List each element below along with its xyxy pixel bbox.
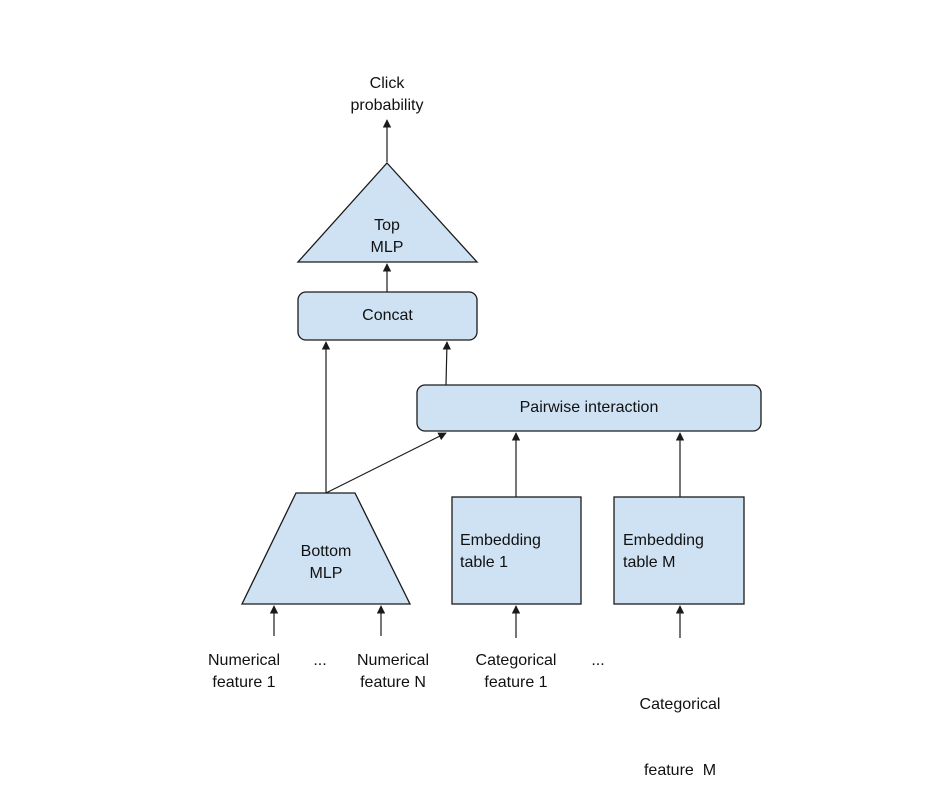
embedding-table-m-label: Embedding table M <box>623 530 741 574</box>
top-mlp-node <box>296 162 479 263</box>
embedding-table-1-node <box>451 496 582 605</box>
numerical-feature-1-label: Numerical feature 1 <box>194 650 294 694</box>
output-label-line1: Click <box>369 75 405 92</box>
numerical-feature-1-line1: Numerical <box>207 652 280 669</box>
categorical-feature-1-line2: feature 1 <box>484 674 548 691</box>
bottom-mlp-label-line1: Bottom <box>300 543 352 560</box>
categorical-feature-m-label: Categorical feature M <box>624 650 736 804</box>
bottom-mlp-label-line2: MLP <box>309 565 343 582</box>
numerical-feature-n-line2: feature N <box>360 674 426 691</box>
embedding-table-m-label-line2: table M <box>623 554 676 571</box>
top-mlp-label-line1: Top <box>374 217 400 234</box>
numerical-feature-n-line1: Numerical <box>356 652 429 669</box>
output-label: Click probability <box>327 73 447 117</box>
numerical-feature-1-line2: feature 1 <box>212 674 276 691</box>
embedding-table-1-label-line1: Embedding <box>460 532 541 549</box>
pairwise-interaction-label: Pairwise interaction <box>519 399 659 416</box>
categorical-ellipsis: ... <box>591 652 605 669</box>
top-mlp-label: Top MLP <box>347 215 427 259</box>
bottom-mlp-label: Bottom MLP <box>276 541 376 585</box>
embedding-table-1-label-line2: table 1 <box>460 554 509 571</box>
categorical-feature-m-line1: Categorical <box>639 696 721 713</box>
embedding-table-m-label-line1: Embedding <box>623 532 704 549</box>
categorical-feature-1-label: Categorical feature 1 <box>461 650 571 694</box>
categorical-feature-1-line1: Categorical <box>475 652 557 669</box>
categorical-feature-m-line2: feature M <box>643 762 717 779</box>
output-label-line2: probability <box>350 97 424 114</box>
pairwise-interaction-node <box>416 384 762 432</box>
numerical-ellipsis: ... <box>313 652 327 669</box>
top-mlp-label-line2: MLP <box>370 239 404 256</box>
numerical-feature-n-label: Numerical feature N <box>343 650 443 694</box>
bottom-mlp-node <box>240 492 412 605</box>
embedding-table-m-node <box>613 496 745 605</box>
embedding-table-1-label: Embedding table 1 <box>460 530 578 574</box>
edge-pairwise-to-concat <box>442 341 452 386</box>
concat-label: Concat <box>362 307 413 324</box>
dlrm-diagram <box>240 119 762 638</box>
edge-bottom-mlp-to-pairwise <box>325 432 447 494</box>
